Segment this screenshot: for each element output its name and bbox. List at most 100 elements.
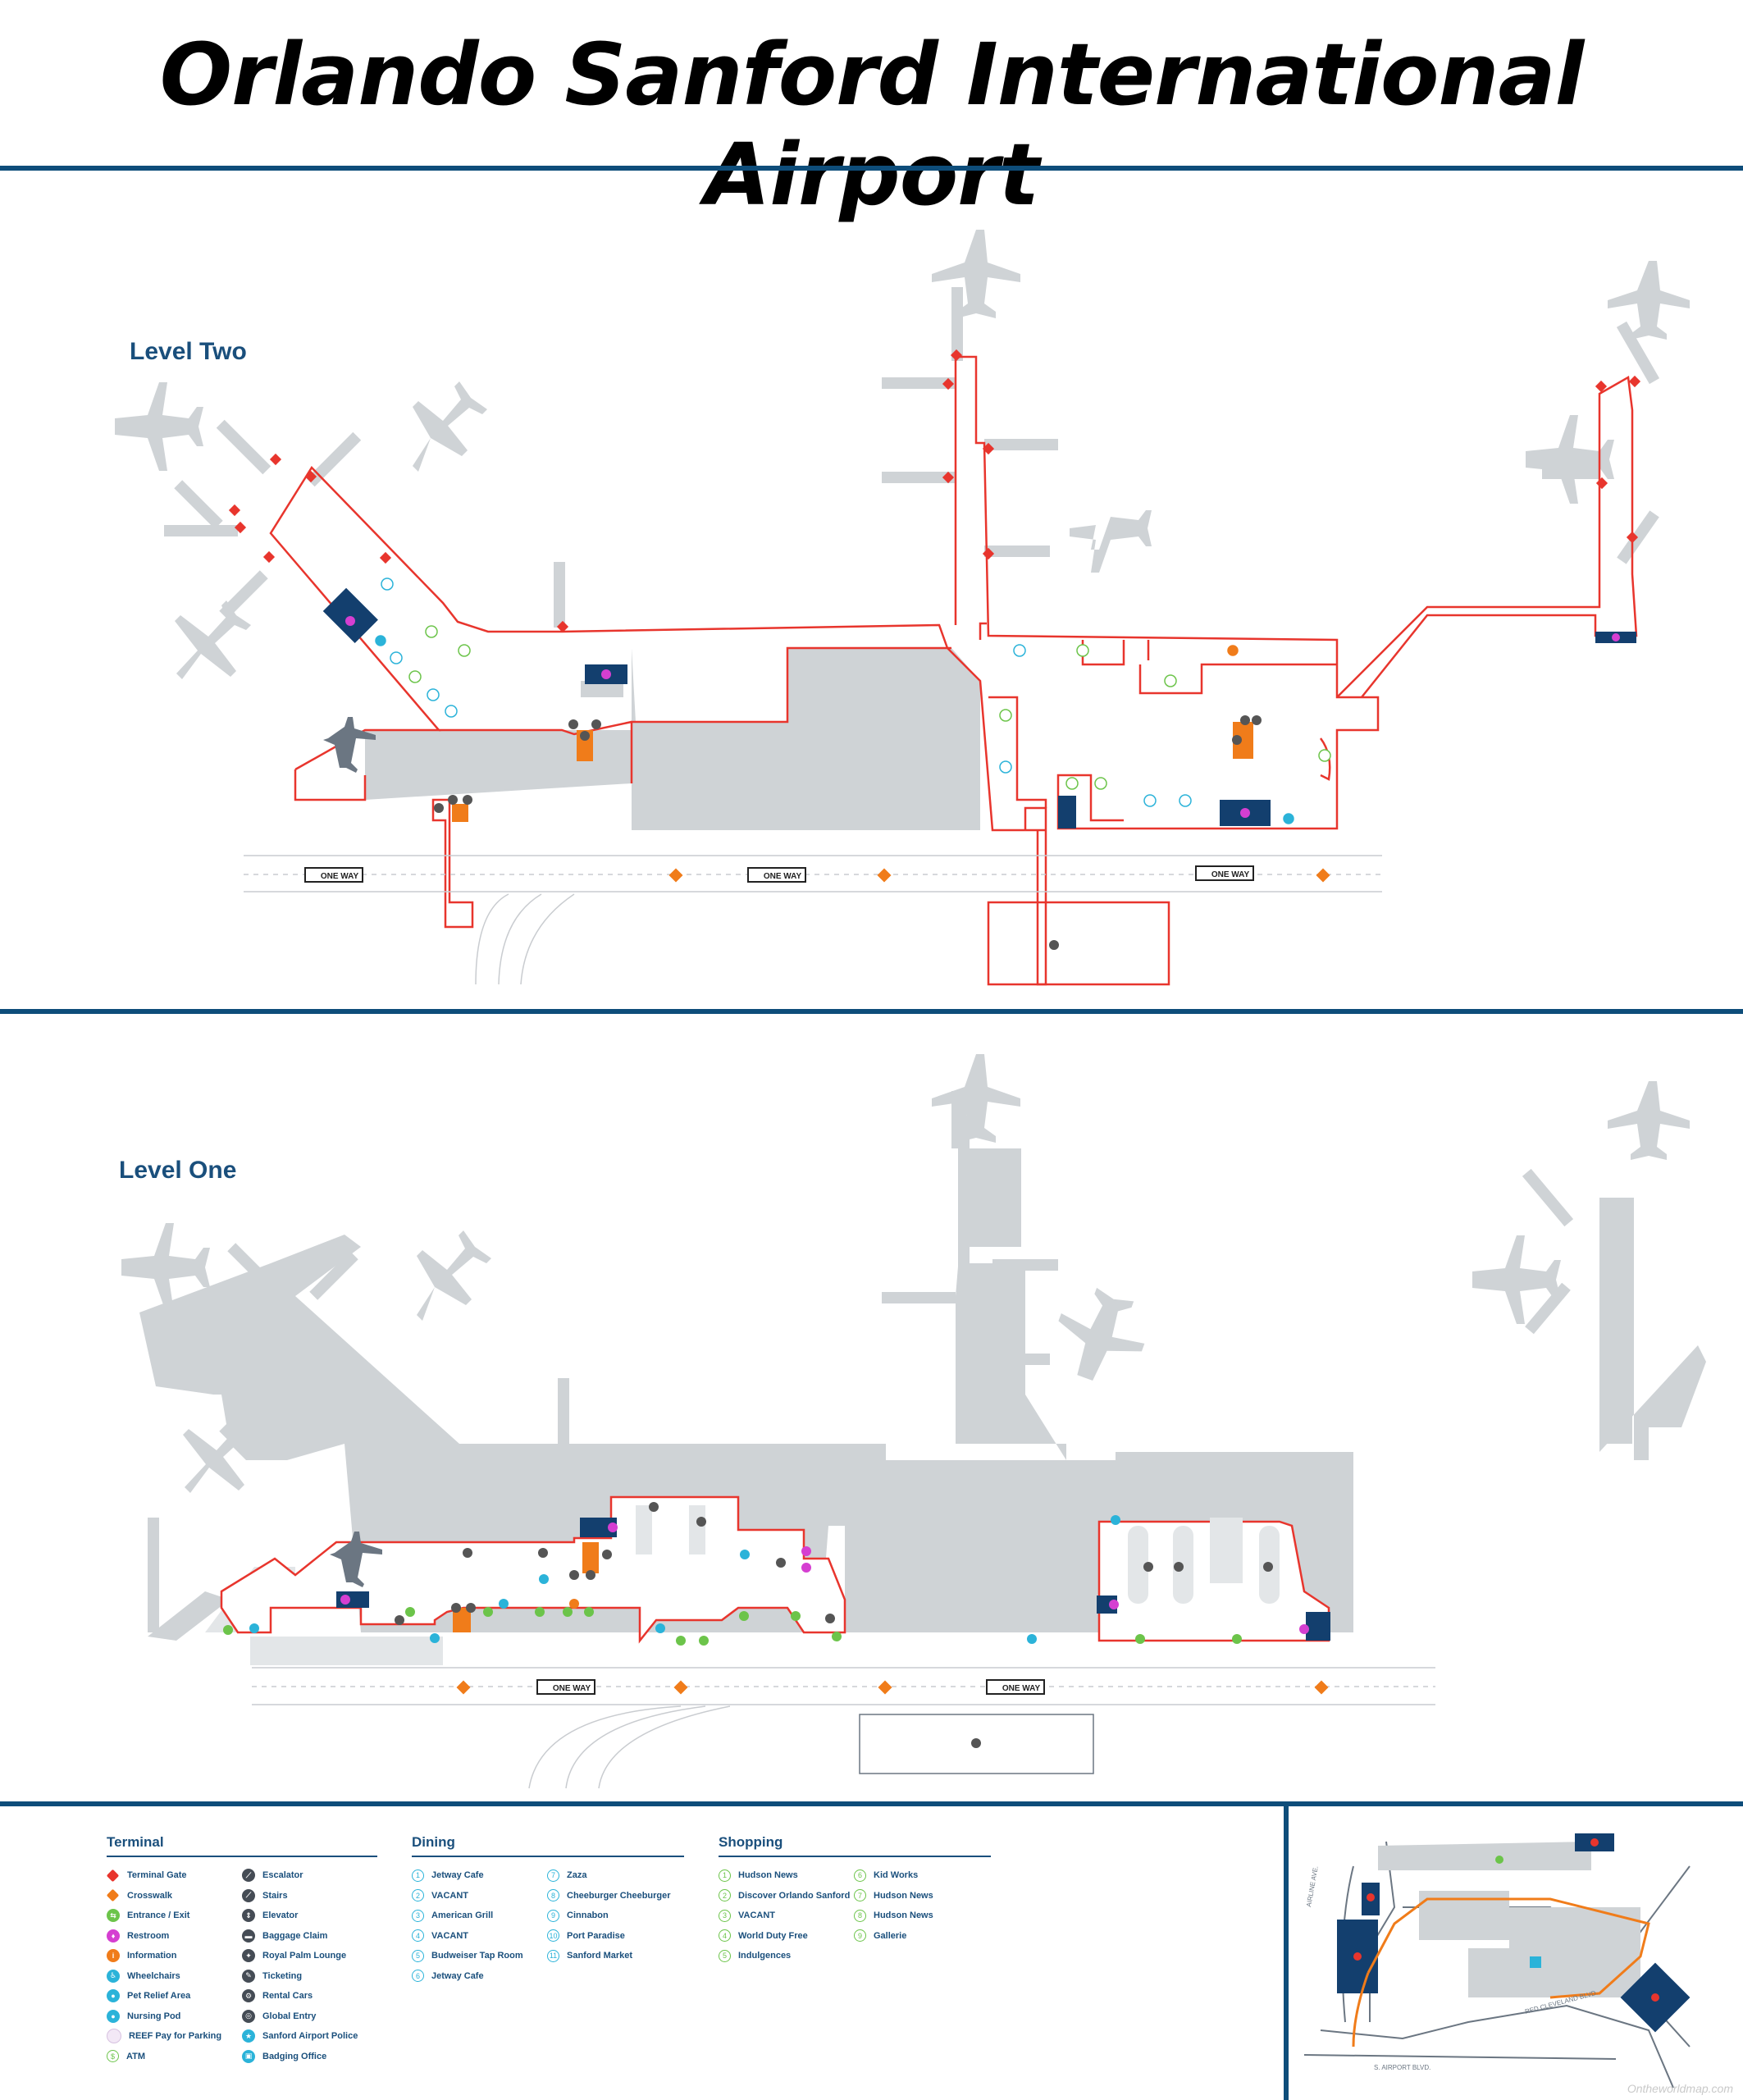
level-two-title: Level Two [130,338,247,365]
shop-number: 2 [719,1889,731,1902]
dining-number: 2 [412,1889,424,1902]
legend-item: ♦Restroom [107,1926,242,1947]
elevator-icon: ⇕ [242,1909,255,1923]
gate-icons [228,349,1641,633]
road-lines [244,855,1382,985]
roads [252,1667,1435,1789]
shop-number: 7 [854,1889,866,1902]
dining-number: 8 [547,1889,559,1902]
site-overview-map[interactable]: AIRLINE AVE. RED CLEVELAND BLVD. S. AIRP… [1304,1809,1731,2092]
dining-number: 1 [412,1869,424,1882]
baggage-claim-icon: ▬ [242,1929,255,1942]
entrance-icons [223,1607,1242,1646]
title-divider [0,166,1743,171]
one-way-sign-label: ONE WAY [1211,870,1250,879]
legend-item: REEF Pay for Parking [107,2026,242,2047]
dining-number: 9 [547,1909,559,1922]
legend-divider [0,1801,1743,1806]
crosswalk-icon [106,1888,120,1902]
shop-number: 5 [719,1949,731,1962]
watermark: Ontheworldmap.com [1627,2082,1733,2095]
legend-item: $ATM [107,2047,242,2067]
route-outline [269,355,1638,986]
one-way-sign-label: ONE WAY [553,1684,591,1693]
lounge-icon: ✦ [242,1949,255,1963]
level-two-map[interactable]: ONE WAY ONE WAY ONE WAY [0,172,1743,1009]
road-label: AIRLINE AVE. [1305,1865,1320,1907]
dining-number: 11 [547,1949,559,1962]
legend-item: ✎Ticketing [242,1966,377,1987]
road-crosswalks [668,868,1330,883]
dining-number: 10 [547,1929,559,1942]
one-way-signs: ONE WAY ONE WAY ONE WAY [304,865,1254,883]
legend-item: ⚙Rental Cars [242,1986,377,2006]
shop-number: 4 [719,1929,731,1942]
legend-terminal: Terminal Terminal Gate Crosswalk ⇆Entran… [106,1834,377,2067]
terminal-areas [365,648,980,830]
legend-item: ●Nursing Pod [107,2006,242,2027]
pet-relief-icon: ● [107,1989,120,2003]
escalator-icons [451,1542,981,1748]
baggage-claim [636,1505,1280,1604]
legend-item: ★Sanford Airport Police [242,2026,377,2047]
display-aircraft-icon [330,1532,382,1587]
global-entry-icon: ◎ [242,2009,255,2023]
stairs-icon: ⟋ [242,1888,255,1902]
legend-item: ✦Royal Palm Lounge [242,1946,377,1966]
legend-item: ⇆Entrance / Exit [107,1906,242,1926]
dining-number: 7 [547,1869,559,1882]
legend-item: ♿Wheelchairs [107,1966,242,1987]
gate-icon [106,1869,120,1883]
dining-number: 5 [412,1949,424,1962]
legend-item: ●Pet Relief Area [107,1986,242,2006]
shop-number: 9 [854,1929,866,1942]
legend-item: ◎Global Entry [242,2006,377,2027]
level-one-map[interactable]: ONE WAY ONE WAY [0,1017,1743,1796]
parking-pay-icon [107,2029,121,2044]
nursing-pod-icon: ● [107,2009,120,2023]
badging-office-icon: ▣ [242,2049,255,2063]
entrance-icon: ⇆ [107,1909,120,1923]
wheelchair-icon: ♿ [107,1969,120,1983]
dining-number: 4 [412,1929,424,1942]
escalator-icons [434,715,1262,950]
legend-item: Crosswalk [106,1886,242,1906]
legend-terminal-heading: Terminal [107,1834,377,1857]
rental-cars-icon: ⚙ [242,1989,255,2003]
jet-bridges [164,287,1660,628]
one-way-sign-label: ONE WAY [321,872,359,881]
legend-item: Terminal Gate [106,1865,242,1886]
escalator-icon: ⟋ [242,1869,255,1883]
shop-number: 8 [854,1909,866,1922]
legend-item: ▬Baggage Claim [242,1926,377,1947]
road-label: S. AIRPORT BLVD. [1374,2064,1430,2071]
shop-markers [375,578,1331,824]
road-crosswalks [456,1680,1329,1695]
information-icon: i [107,1949,120,1963]
legend-item: ⟋Escalator [242,1865,377,1886]
shop-number: 6 [854,1869,866,1882]
restroom-icons [322,587,1636,829]
legend-item: ⟋Stairs [242,1886,377,1906]
dining-number: 3 [412,1909,424,1922]
atm-icon: $ [107,2050,119,2063]
page-title: Orlando Sanford International Airport [159,25,1585,225]
